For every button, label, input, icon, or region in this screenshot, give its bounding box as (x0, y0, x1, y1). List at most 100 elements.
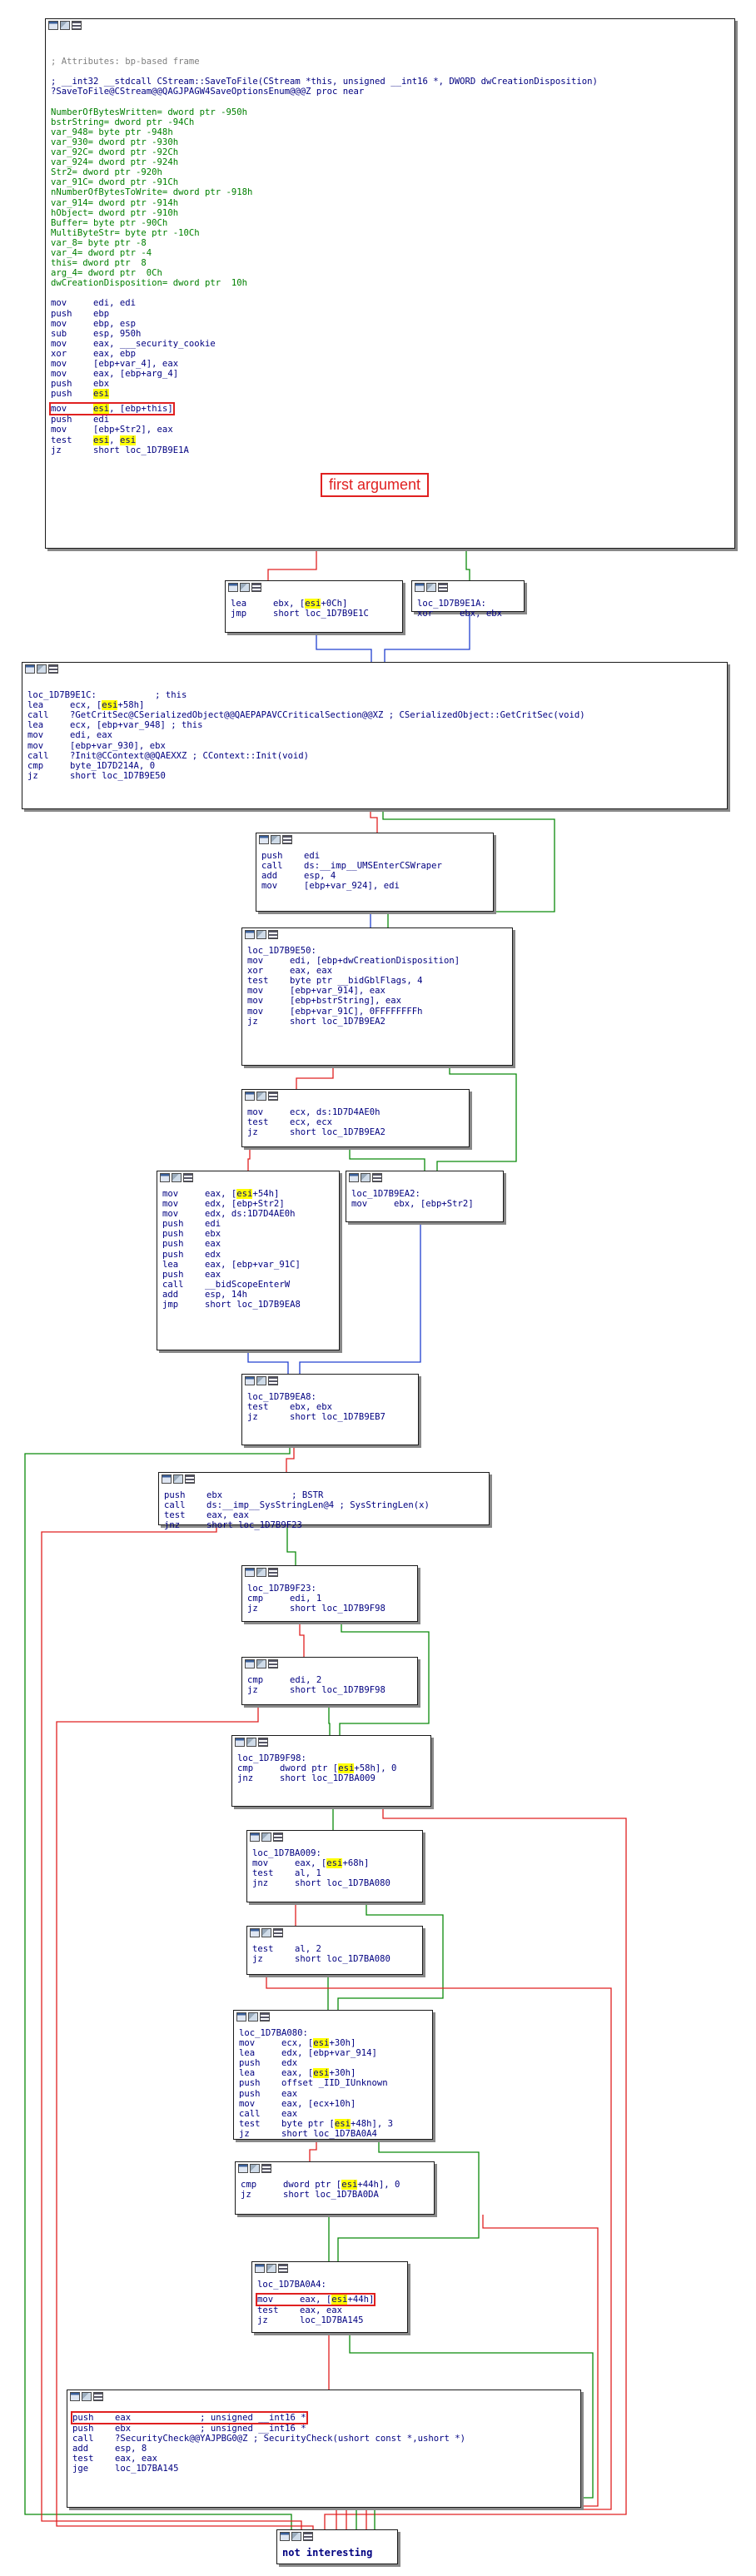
graph-color-icon[interactable] (280, 2532, 290, 2541)
text-view-icon[interactable] (260, 2012, 270, 2022)
text-view-icon[interactable] (438, 583, 448, 592)
node-icon[interactable] (256, 1092, 266, 1101)
text-view-icon[interactable] (72, 21, 82, 30)
text-view-icon[interactable] (273, 1928, 283, 1937)
node-icon[interactable] (248, 2012, 258, 2022)
text-view-icon[interactable] (282, 835, 292, 844)
code-block[interactable]: loc_1D7BA080:mov ecx, [esi+30h]lea edx, … (233, 2010, 433, 2140)
asm-line: test eax, eax (72, 2454, 158, 2464)
asm-line: jz short loc_1D7B9E1A (51, 445, 189, 455)
node-icon[interactable] (37, 664, 47, 674)
graph-color-icon[interactable] (25, 664, 35, 674)
node-icon[interactable] (172, 1173, 182, 1182)
code-block[interactable]: ; Attributes: bp-based frame; __int32 __… (45, 18, 735, 549)
text-view-icon[interactable] (251, 583, 261, 592)
node-icon[interactable] (361, 1173, 371, 1182)
text-view-icon[interactable] (372, 1173, 382, 1182)
text-view-icon[interactable] (185, 1474, 195, 1484)
graph-color-icon[interactable] (160, 1173, 170, 1182)
text-view-icon[interactable] (268, 1659, 278, 1668)
code-block[interactable]: not interesting (276, 2529, 398, 2564)
graph-color-icon[interactable] (245, 1376, 255, 1385)
graph-color-icon[interactable] (228, 583, 238, 592)
node-icon[interactable] (426, 583, 436, 592)
node-icon[interactable] (256, 930, 266, 939)
code-block[interactable]: loc_1D7B9E50:mov edi, [ebp+dwCreationDis… (241, 927, 513, 1066)
graph-color-icon[interactable] (245, 1568, 255, 1577)
code-block[interactable]: loc_1D7B9EA2:mov ebx, [ebp+Str2] (346, 1171, 504, 1222)
asm-line: lea ecx, [ebp+var_948] ; this (27, 720, 203, 731)
asm-line: push edi (261, 851, 321, 861)
asm-line: jmp short loc_1D7B9EA8 (162, 1300, 301, 1310)
asm-line: var_930= dword ptr -930h (51, 137, 179, 147)
graph-color-icon[interactable] (162, 1474, 172, 1484)
code-block[interactable]: lea ebx, [esi+0Ch]jmp short loc_1D7B9E1C (225, 580, 403, 633)
code-block[interactable]: push eax ; unsigned __int16 *push ebx ; … (67, 2390, 581, 2508)
text-view-icon[interactable] (93, 2392, 103, 2401)
asm-line: jz short loc_1D7BA0A4 (239, 2128, 377, 2139)
graph-color-icon[interactable] (250, 1833, 260, 1842)
text-view-icon[interactable] (273, 1833, 283, 1842)
graph-color-icon[interactable] (48, 21, 58, 30)
register-highlight: esi (119, 435, 137, 445)
node-icon[interactable] (240, 583, 250, 592)
node-icon[interactable] (256, 1376, 266, 1385)
code-block[interactable]: loc_1D7BA0A4:mov eax, [esi+44h]test eax,… (251, 2261, 408, 2333)
node-icon[interactable] (261, 1833, 271, 1842)
text-view-icon[interactable] (183, 1173, 193, 1182)
graph-color-icon[interactable] (70, 2392, 80, 2401)
code-block[interactable]: loc_1D7B9E1A:xor ebx, ebx (411, 580, 525, 619)
graph-color-icon[interactable] (236, 2012, 246, 2022)
text-view-icon[interactable] (258, 1738, 268, 1747)
text-view-icon[interactable] (261, 2164, 271, 2173)
asm-line: cmp edi, 1 (247, 1594, 322, 1604)
block-toolbar (242, 1375, 418, 1391)
node-icon[interactable] (173, 1474, 183, 1484)
graph-color-icon[interactable] (238, 2164, 248, 2173)
text-view-icon[interactable] (268, 1568, 278, 1577)
text-view-icon[interactable] (268, 1092, 278, 1101)
asm-line: call ?GetCritSec@CSerializedObject@@QAEP… (27, 710, 585, 721)
node-icon[interactable] (246, 1738, 256, 1747)
node-icon[interactable] (256, 1659, 266, 1668)
node-icon[interactable] (291, 2532, 301, 2541)
node-icon[interactable] (271, 835, 281, 844)
text-view-icon[interactable] (48, 664, 58, 674)
node-icon[interactable] (266, 2264, 276, 2273)
node-icon[interactable] (261, 1928, 271, 1937)
text-view-icon[interactable] (268, 1376, 278, 1385)
node-icon[interactable] (60, 21, 70, 30)
graph-color-icon[interactable] (235, 1738, 245, 1747)
node-icon[interactable] (250, 2164, 260, 2173)
code-block[interactable]: loc_1D7BA009:mov eax, [esi+68h]test al, … (246, 1830, 423, 1902)
graph-color-icon[interactable] (349, 1173, 359, 1182)
text-view-icon[interactable] (268, 930, 278, 939)
graph-color-icon[interactable] (245, 1659, 255, 1668)
asm-line: jz short loc_1D7BA0DA (241, 2190, 379, 2201)
graph-color-icon[interactable] (245, 1092, 255, 1101)
node-icon[interactable] (82, 2392, 92, 2401)
text-view-icon[interactable] (278, 2264, 288, 2273)
asm-line: bstrString= dword ptr -94Ch (51, 117, 195, 127)
text-view-icon[interactable] (303, 2532, 313, 2541)
graph-color-icon[interactable] (245, 930, 255, 939)
graph-color-icon[interactable] (259, 835, 269, 844)
graph-color-icon[interactable] (255, 2264, 265, 2273)
asm-line: not interesting (282, 2547, 373, 2559)
code-block[interactable]: mov eax, [esi+54h]mov edx, [ebp+Str2]mov… (157, 1171, 340, 1350)
graph-color-icon[interactable] (415, 583, 425, 592)
node-icon[interactable] (256, 1568, 266, 1577)
graph-color-icon[interactable] (250, 1928, 260, 1937)
asm-line: var_91C= dword ptr -91Ch (51, 177, 179, 188)
edge-blue (384, 612, 470, 662)
